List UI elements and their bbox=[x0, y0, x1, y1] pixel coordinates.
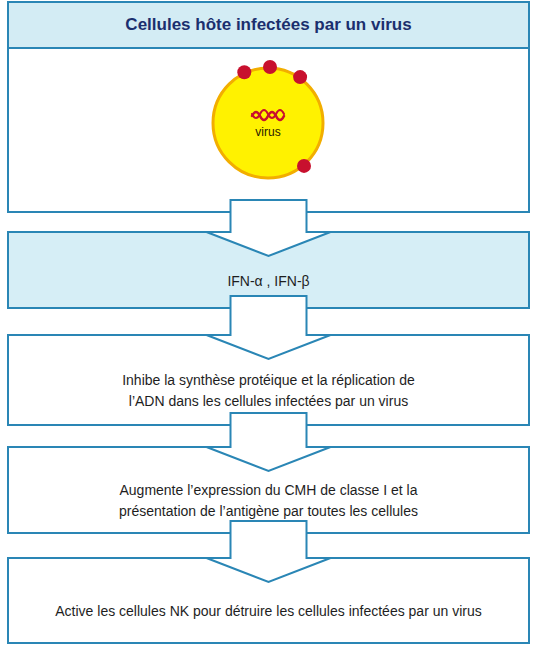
block-arrow bbox=[207, 521, 331, 582]
header-fill bbox=[8, 2, 529, 48]
process-text: Active les cellules NK pour détruire les… bbox=[55, 601, 481, 622]
block-arrow bbox=[207, 413, 331, 471]
header-band: Cellules hôte infectées par un virus bbox=[8, 2, 529, 48]
process-text: Inhibe la synthèse protéique et la répli… bbox=[34, 370, 504, 412]
process-text: IFN-α , IFN-β bbox=[227, 271, 309, 292]
process-text: Augmente l’expression du CMH de classe I… bbox=[34, 480, 504, 522]
cell-label: virus bbox=[255, 125, 280, 139]
process-box: Active les cellules NK pour détruire les… bbox=[8, 558, 529, 643]
process-box: Inhibe la synthèse protéique et la répli… bbox=[8, 335, 529, 425]
process-box: Augmente l’expression du CMH de classe I… bbox=[8, 447, 529, 533]
panel-title: Cellules hôte infectées par un virus bbox=[125, 15, 411, 35]
block-arrow bbox=[207, 296, 331, 359]
block-arrow bbox=[207, 200, 331, 256]
header-panel: Cellules hôte infectées par un virus vir… bbox=[8, 2, 529, 212]
infected-cell: virus bbox=[210, 65, 326, 181]
process-box: IFN-α , IFN-β bbox=[8, 232, 529, 308]
virus-illustration bbox=[210, 65, 326, 181]
box-fill bbox=[8, 2, 529, 212]
